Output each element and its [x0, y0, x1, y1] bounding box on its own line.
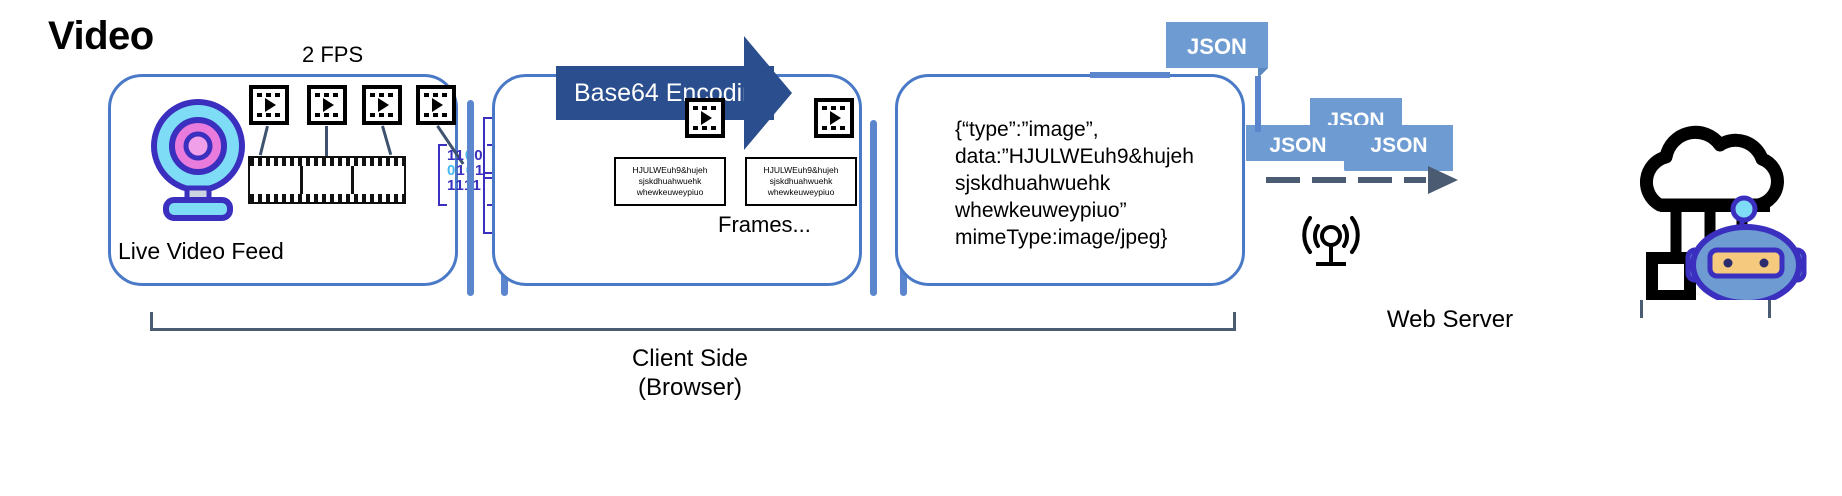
live-video-caption: Live Video Feed — [118, 238, 284, 264]
encoded-frame-text-1: HJULWEuh9&hujeh sjskdhuahwuehk whewkeuwe… — [632, 165, 708, 197]
cloud-server-robot-icon — [1600, 110, 1840, 306]
frame-thumb-4 — [416, 85, 456, 125]
client-side-label: Client Side (Browser) — [631, 345, 749, 401]
fps-label: 2 FPS — [302, 42, 364, 67]
encoded-frame-card-2: HJULWEuh9&hujeh sjskdhuahwuehk whewkeuwe… — [745, 157, 857, 206]
web-server-label: Web Server — [1386, 306, 1514, 333]
encoded-frame-thumb-2 — [814, 98, 854, 138]
json-badge-right-label: JSON — [1370, 134, 1428, 157]
dashed-arrow-icon — [1266, 177, 1300, 183]
server-leg-right — [1768, 300, 1771, 318]
pipe-to-badge — [1090, 72, 1170, 78]
page-title: Video — [48, 14, 154, 58]
json-badge-right: JSON — [1345, 125, 1453, 171]
film-strip-icon — [248, 156, 406, 204]
panel-json-payload — [895, 74, 1245, 286]
server-leg-left — [1640, 300, 1643, 318]
dash-seg-3 — [1358, 177, 1392, 183]
encoded-frame-card-1: HJULWEuh9&hujeh sjskdhuahwuehk whewkeuwe… — [614, 157, 726, 206]
json-payload-text: {“type”:”image”, data:”HJULWEuh9&hujeh s… — [955, 118, 1194, 249]
base64-label: Base64 Encoding — [574, 78, 770, 107]
base64-arrow-head — [744, 36, 792, 150]
json-badge-top: JSON — [1166, 22, 1268, 78]
encoded-frame-text-2: HJULWEuh9&hujeh sjskdhuahwuehk whewkeuwe… — [763, 165, 839, 197]
json-badge-left: JSON — [1246, 125, 1354, 171]
pipe-1 — [467, 100, 474, 296]
base64-banner: Base64 Encoding — [556, 66, 774, 120]
encoded-frame-thumb-1 — [685, 98, 725, 138]
frame-thumb-1 — [249, 85, 289, 125]
dash-seg-2 — [1312, 177, 1346, 183]
dashed-arrow-head — [1428, 166, 1458, 194]
webcam-icon — [148, 96, 248, 221]
dash-seg-4 — [1404, 177, 1426, 183]
frames-label: Frames... — [718, 212, 811, 237]
leader-line-2 — [325, 126, 328, 156]
client-side-bracket — [150, 312, 1236, 331]
json-badge-left-label: JSON — [1269, 134, 1327, 157]
pipe-badge-down — [1255, 76, 1261, 132]
antenna-icon — [1288, 192, 1374, 275]
json-badge-top-label: JSON — [1187, 34, 1247, 59]
frame-thumb-2 — [307, 85, 347, 125]
pipe-3 — [870, 120, 877, 296]
frame-thumb-3 — [362, 85, 402, 125]
